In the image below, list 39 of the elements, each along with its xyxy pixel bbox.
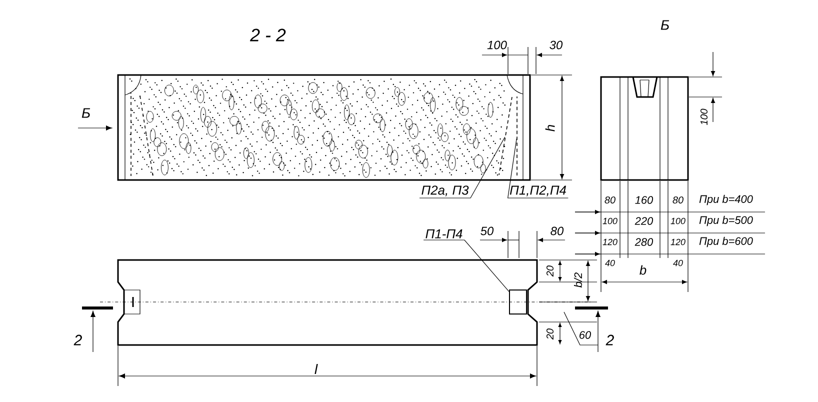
dimension-value: 100	[700, 108, 708, 126]
dimension-value: 40	[673, 260, 683, 266]
section-label: 2	[74, 334, 82, 346]
dimension-value: 280	[634, 238, 654, 246]
reinforcement-bar	[498, 96, 512, 176]
dimension-value: 40	[605, 260, 615, 266]
dimension-value: 80	[604, 196, 616, 204]
table-note: При b=400	[699, 194, 753, 206]
dimension-value: 100	[487, 40, 507, 50]
dimension-value: 80	[550, 226, 564, 236]
dimension-value: 80	[672, 196, 684, 204]
table-note: При b=600	[699, 236, 753, 248]
dimension-value: 220	[634, 217, 654, 225]
leader-line	[419, 136, 506, 198]
leader-line	[423, 240, 510, 292]
section-label: 2 - 2	[250, 28, 286, 42]
dimension-value: b	[640, 265, 646, 275]
section-label: 2	[606, 334, 614, 346]
dimension-value: 20	[546, 328, 554, 340]
view-label: Б	[660, 20, 670, 30]
dimension-value: 30	[550, 40, 563, 50]
part-label: П2а, П3	[422, 186, 469, 196]
dimension-value: h	[545, 125, 555, 132]
table-note: При b=500	[699, 216, 753, 226]
dimension-value: 120	[602, 238, 618, 246]
dimension-value: l	[313, 362, 319, 376]
dimension-value: 60	[580, 331, 591, 339]
dimension-value: 100	[670, 218, 686, 224]
dimension-value: 20	[546, 266, 554, 277]
anchor-slot	[509, 290, 527, 314]
dimension-value: 160	[635, 196, 654, 204]
dimension-value: 120	[670, 238, 686, 246]
part-label: П1,П2,П4	[510, 186, 566, 196]
dimension-value: 50	[480, 226, 494, 236]
part-label: П1-П4	[426, 229, 462, 238]
leader-line	[507, 138, 568, 198]
view-label: Б	[82, 108, 90, 118]
dimension-value: 100	[602, 218, 618, 224]
dimension-value: b/2	[574, 272, 582, 288]
